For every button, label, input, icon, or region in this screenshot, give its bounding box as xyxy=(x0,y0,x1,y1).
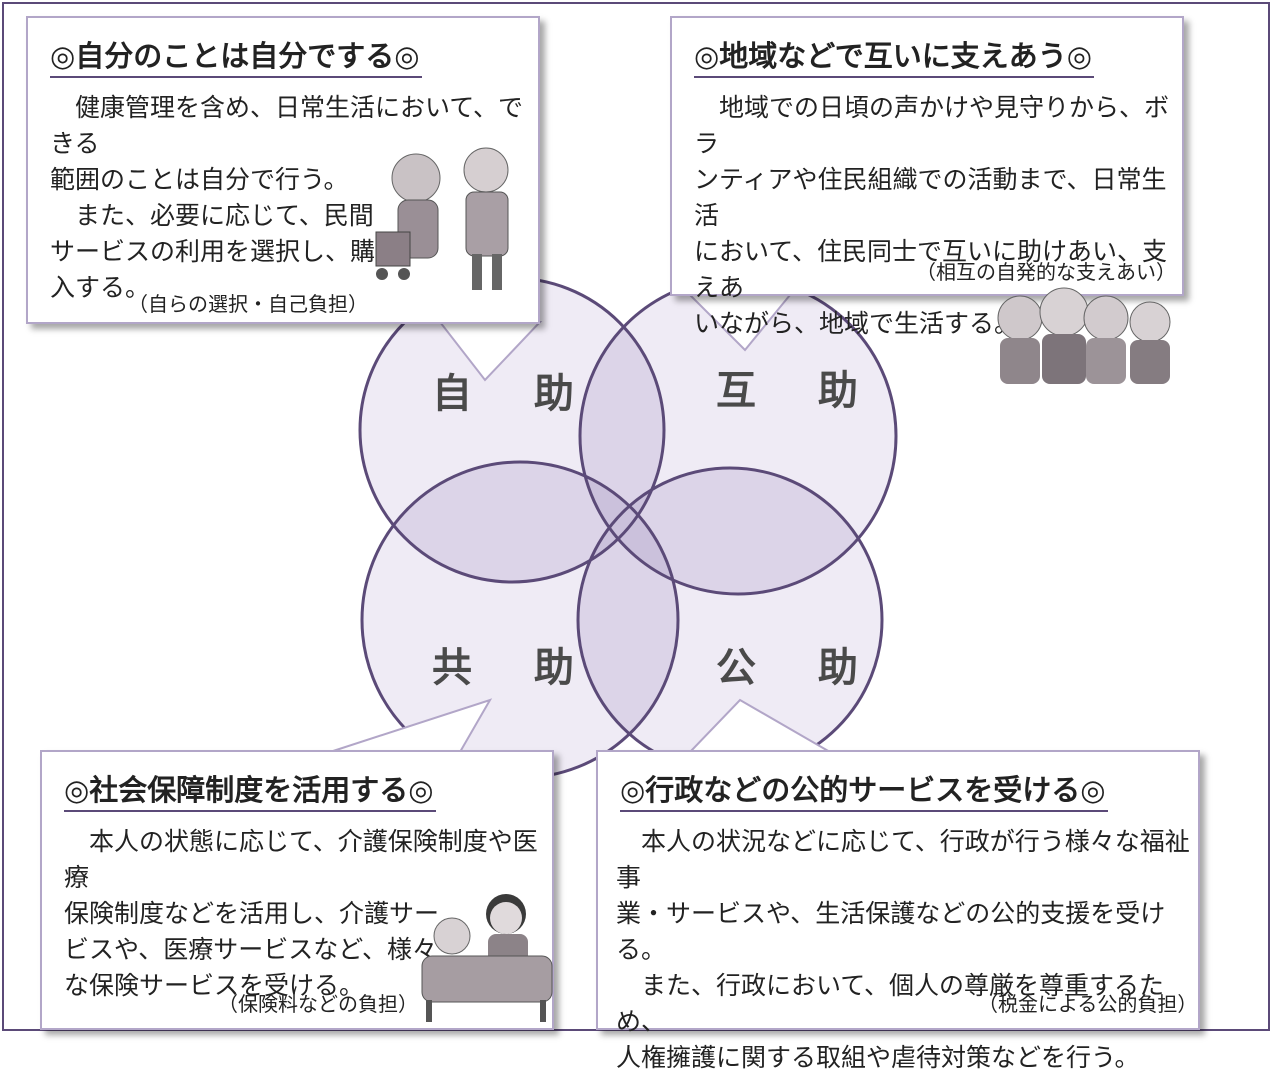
body-line: において、住民同士で互いに助けあい、支えあ xyxy=(694,237,1168,302)
callout-note: （自らの選択・自己負担） xyxy=(128,292,368,316)
body-line: サービスの利用を選択し、購 xyxy=(50,237,376,266)
diagram-frame xyxy=(2,2,1270,1031)
callout-note: （相互の自発的な支えあい） xyxy=(916,260,1176,284)
callout-self-help: ◎自分のことは自分でする◎ 健康管理を含め、日常生活において、できる 範囲のこと… xyxy=(26,16,540,324)
elderly-group-illustration xyxy=(997,287,1171,384)
callout-title: ◎地域などで互いに支えあう◎ xyxy=(694,38,1095,78)
body-line: ビスや、医療サービスなど、様々 xyxy=(64,935,438,964)
body-line: また、行政において、個人の尊厳を尊重するため、 xyxy=(616,971,1165,1036)
body-line: 保険制度などを活用し、介護サー xyxy=(64,899,440,928)
callout-public-help: ◎行政などの公的サービスを受ける◎ 本人の状況などに応じて、行政が行う様々な福祉… xyxy=(596,750,1200,1072)
body-line: また、必要に応じて、民間 xyxy=(50,201,374,230)
circle-label-public: 公 助 xyxy=(716,645,882,691)
body-line: 業・サービスや、生活保護などの公的支援を受ける。 xyxy=(616,899,1166,964)
callout-note: （保険料などの負担） xyxy=(218,992,418,1016)
body-line: 入する。 xyxy=(50,273,151,302)
body-line: ンティアや住民組織での活動まで、日常生活 xyxy=(694,165,1167,230)
venn-diagram: 自 助 互 助 共 助 公 助 xyxy=(329,276,898,780)
circle-label-self: 自 助 xyxy=(432,371,598,417)
callout-body: 地域での日頃の声かけや見守りから、ボラ ンティアや住民組織での活動まで、日常生活… xyxy=(694,90,1182,342)
callout-body: 健康管理を含め、日常生活において、できる 範囲のことは自分で行う。 また、必要に… xyxy=(50,90,538,306)
callout-body: 本人の状況などに応じて、行政が行う様々な福祉事 業・サービスや、生活保護などの公… xyxy=(616,824,1198,1076)
callout-title: ◎自分のことは自分でする◎ xyxy=(50,38,422,78)
callout-body: 本人の状態に応じて、介護保険制度や医療 保険制度などを活用し、介護サー ビスや、… xyxy=(64,824,552,1004)
circle-label-cooperative: 共 助 xyxy=(432,645,598,691)
callout-title: ◎社会保障制度を活用する◎ xyxy=(64,772,436,812)
body-line: な保険サービスを受ける。 xyxy=(64,971,365,1000)
body-line: 人権擁護に関する取組や虐待対策などを行う。 xyxy=(616,1043,1140,1072)
body-line: 範囲のことは自分で行う。 xyxy=(50,165,349,194)
caregiver-bed-illustration xyxy=(421,894,553,1022)
callout-title: ◎行政などの公的サービスを受ける◎ xyxy=(620,772,1108,812)
circle-label-mutual: 互 助 xyxy=(716,368,882,414)
callout-mutual-help: ◎地域などで互いに支えあう◎ 地域での日頃の声かけや見守りから、ボラ ンティアや… xyxy=(670,16,1184,338)
body-line: 本人の状態に応じて、介護保険制度や医療 xyxy=(64,827,538,892)
callout-note: （税金による公的負担） xyxy=(978,992,1198,1016)
body-line: 健康管理を含め、日常生活において、できる xyxy=(50,93,524,158)
body-line: 地域での日頃の声かけや見守りから、ボラ xyxy=(694,93,1170,158)
elderly-couple-walker-illustration xyxy=(375,147,509,290)
body-line: 本人の状況などに応じて、行政が行う様々な福祉事 xyxy=(616,827,1190,892)
body-line: いながら、地域で生活する。 xyxy=(694,309,1020,338)
